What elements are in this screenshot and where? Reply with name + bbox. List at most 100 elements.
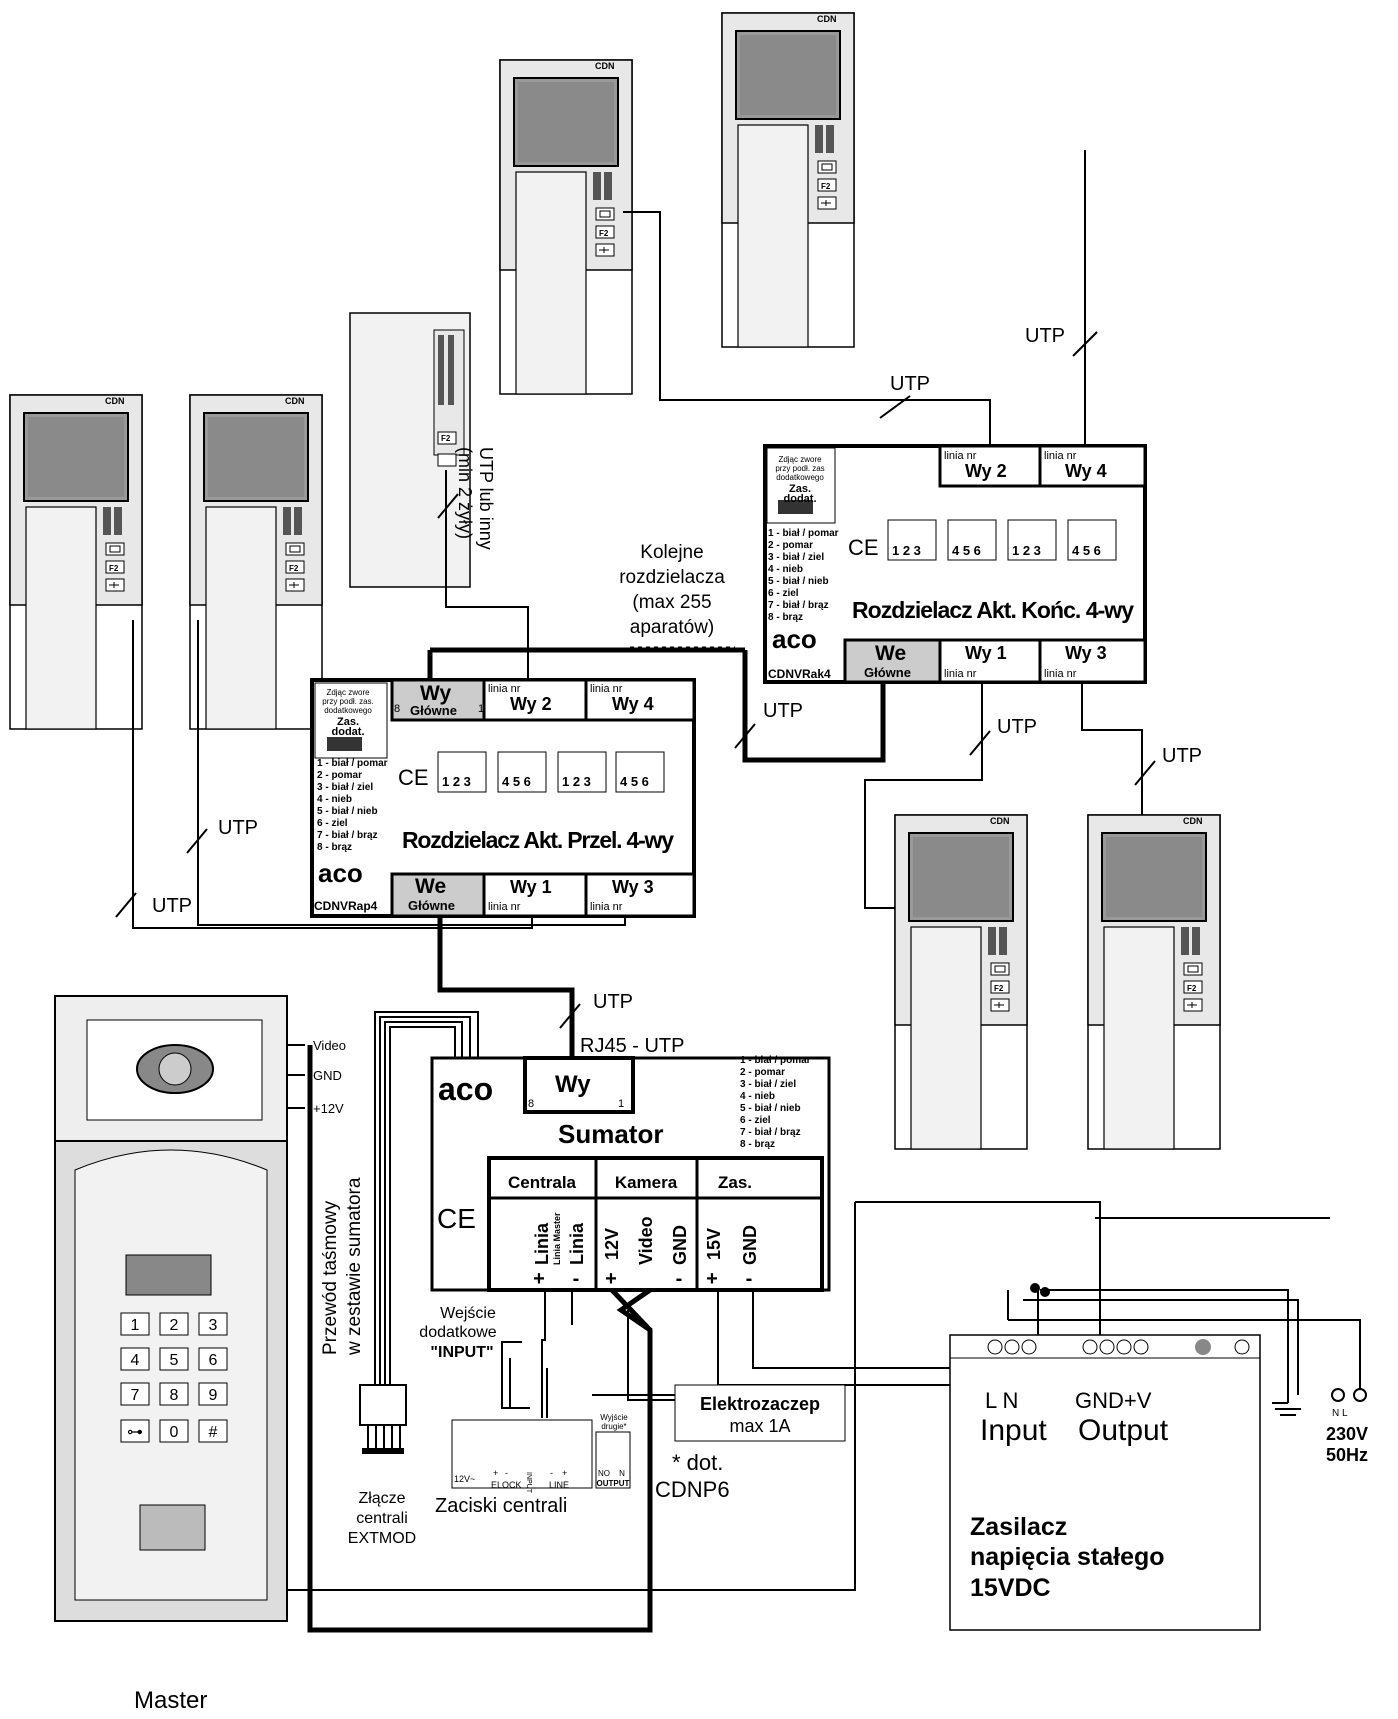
svg-text:aco: aco (772, 624, 817, 654)
svg-text:linia nr: linia nr (944, 450, 977, 462)
svg-text:aco: aco (438, 1071, 493, 1107)
svg-text:* dot.: * dot. (672, 1450, 723, 1475)
svg-text:w zestawie sumatora: w zestawie sumatora (344, 1177, 365, 1356)
svg-text:3 - biał / ziel: 3 - biał / ziel (740, 1079, 796, 1090)
svg-text:dodatkowego: dodatkowego (776, 473, 824, 482)
svg-text:9: 9 (209, 1387, 218, 1404)
svg-text:Output: Output (1078, 1414, 1169, 1447)
svg-text:15V: 15V (704, 1228, 724, 1260)
svg-text:1 2 3: 1 2 3 (892, 543, 921, 558)
svg-text:12V: 12V (602, 1228, 622, 1260)
svg-text:+: + (706, 1268, 718, 1290)
cable-label: UTP (997, 716, 1037, 738)
svg-text:Zaciski centrali: Zaciski centrali (435, 1495, 567, 1517)
svg-text:Wy 2: Wy 2 (510, 694, 552, 714)
svg-text:CDNP6: CDNP6 (655, 1477, 730, 1502)
svg-text:Główne: Główne (864, 665, 911, 680)
splitter-pass: Zdjąc zwore przy podł. zas. dodatkowego … (310, 678, 696, 918)
svg-text:1 - biał / pomar: 1 - biał / pomar (768, 528, 839, 539)
svg-text:NO: NO (598, 1469, 610, 1478)
svg-text:ELOCK: ELOCK (491, 1480, 522, 1490)
svg-text:N: N (619, 1469, 625, 1478)
svg-text:linia nr: linia nr (488, 683, 521, 695)
svg-text:linia nr: linia nr (590, 901, 623, 913)
svg-text:Linia: Linia (532, 1222, 552, 1265)
phone-3-audio: F2 (349, 312, 471, 588)
phone-7 (1087, 814, 1221, 1150)
svg-text:Input: Input (980, 1414, 1047, 1447)
electric-lock: Elektrozaczep max 1A (674, 1384, 846, 1442)
svg-text:CE: CE (398, 765, 429, 790)
phone-brand: CDN (1183, 816, 1203, 826)
svg-text:LINE: LINE (549, 1480, 569, 1490)
svg-text:GND: GND (740, 1225, 760, 1265)
svg-text:Wy 4: Wy 4 (612, 694, 654, 714)
svg-text:1 2 3: 1 2 3 (442, 774, 471, 789)
svg-text:7 - biał / brąz: 7 - biał / brąz (317, 830, 378, 841)
svg-text:+: + (493, 1468, 498, 1478)
svg-text:-: - (550, 1468, 553, 1478)
svg-text:8 - brąz: 8 - brąz (768, 612, 803, 623)
svg-text:F2: F2 (441, 434, 451, 443)
svg-text:1: 1 (131, 1317, 140, 1334)
svg-text:Rozdzielacz Akt. Końc. 4-wy: Rozdzielacz Akt. Końc. 4-wy (852, 597, 1134, 623)
svg-text:2: 2 (170, 1317, 179, 1334)
svg-text:max 1A: max 1A (729, 1416, 790, 1436)
master-label: Master (134, 1687, 207, 1714)
svg-text:1: 1 (618, 1098, 624, 1110)
svg-text:Elektrozaczep: Elektrozaczep (700, 1394, 820, 1414)
summator: aco Wy 8 1 Sumator CE Centrala Kamera Za… (430, 1055, 831, 1292)
svg-text:Główne: Główne (410, 703, 457, 718)
svg-text:(max 255: (max 255 (632, 592, 711, 613)
svg-text:linia nr: linia nr (944, 668, 977, 680)
svg-text:We: We (415, 875, 446, 898)
svg-text:Sumator: Sumator (558, 1119, 663, 1149)
svg-text:5 - biał / nieb: 5 - biał / nieb (768, 576, 829, 587)
master-panel (54, 995, 288, 1622)
svg-text:1 2 3: 1 2 3 (562, 774, 591, 789)
svg-text:8 - brąz: 8 - brąz (740, 1139, 775, 1150)
cable-label: UTP (593, 991, 633, 1013)
svg-text:CDNVRak4: CDNVRak4 (768, 667, 831, 681)
svg-text:dodatkowe: dodatkowe (419, 1324, 496, 1341)
svg-text:Przewód taśmowy: Przewód taśmowy (320, 1200, 341, 1355)
svg-text:6 - ziel: 6 - ziel (740, 1115, 771, 1126)
svg-text:rozdzielacza: rozdzielacza (619, 567, 725, 588)
svg-text:CDNVRap4: CDNVRap4 (314, 899, 378, 913)
svg-text:Główne: Główne (408, 898, 455, 913)
svg-text:dodat.: dodat. (784, 493, 817, 505)
phone-4 (499, 59, 633, 395)
svg-text:przy podł. zas.: przy podł. zas. (322, 697, 374, 706)
svg-text:2 - pomar: 2 - pomar (768, 540, 813, 551)
svg-text:"INPUT": "INPUT" (430, 1344, 493, 1361)
svg-text:Wyjście: Wyjście (600, 1413, 628, 1422)
svg-text:centrali: centrali (356, 1510, 408, 1527)
svg-text:Zas.: Zas. (718, 1173, 752, 1192)
svg-text:8 - brąz: 8 - brąz (317, 842, 352, 853)
svg-text:6 - ziel: 6 - ziel (768, 588, 799, 599)
svg-text:6 - ziel: 6 - ziel (317, 818, 348, 829)
cable-label: UTP (1025, 325, 1065, 347)
phone-brand: CDN (990, 816, 1010, 826)
footnote: * dot. CDNP6 (655, 1450, 730, 1502)
svg-text:przy podł. zas: przy podł. zas (775, 464, 824, 473)
phone-5 (721, 12, 855, 348)
cable-label: UTP (218, 817, 258, 839)
svg-text:6: 6 (209, 1352, 218, 1369)
svg-text:Wy: Wy (555, 1071, 591, 1098)
svg-text:+: + (533, 1268, 545, 1290)
svg-text:230V: 230V (1326, 1424, 1368, 1444)
svg-text:Wy 1: Wy 1 (510, 877, 552, 897)
splitter-end: Zdjąc zwore przy podł. zas dodatkowego Z… (763, 444, 1147, 684)
ribbon-label: Przewód taśmowy w zestawie sumatora (320, 1177, 365, 1356)
svg-text:INPUT: INPUT (525, 1472, 532, 1494)
svg-text:7 - biał / brąz: 7 - biał / brąz (740, 1127, 801, 1138)
svg-text:12V~: 12V~ (454, 1474, 475, 1484)
svg-text:Zasilacz: Zasilacz (970, 1513, 1067, 1541)
svg-text:Wejście: Wejście (440, 1305, 496, 1322)
svg-text:5 - biał / nieb: 5 - biał / nieb (740, 1103, 801, 1114)
svg-text:Zdjąc zwore: Zdjąc zwore (778, 455, 822, 464)
phone-brand: CDN (595, 61, 615, 71)
svg-text:Linia Master: Linia Master (552, 1212, 562, 1265)
